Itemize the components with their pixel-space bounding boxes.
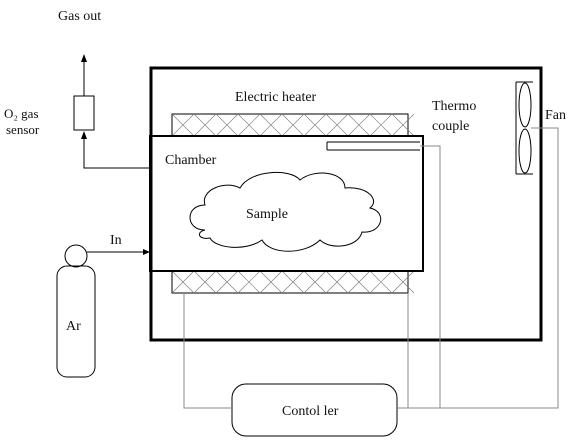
inlet-label: In bbox=[110, 233, 122, 248]
chamber-label: Chamber bbox=[165, 153, 217, 168]
fan-label: Fan bbox=[545, 108, 566, 123]
thermocouple-label-line1: Thermo bbox=[432, 99, 476, 114]
o2-sensor-label-line1: O₂ gas bbox=[4, 106, 39, 121]
o2-sensor-box bbox=[73, 95, 95, 131]
argon-cylinder bbox=[56, 244, 96, 378]
controller-box bbox=[231, 383, 398, 437]
exhaust-line bbox=[81, 131, 150, 169]
gas-out-arrow bbox=[81, 54, 87, 96]
controller-wiring bbox=[183, 127, 559, 409]
furnace-outer-box bbox=[149, 66, 543, 342]
sample-label: Sample bbox=[246, 207, 288, 222]
upper-heater bbox=[171, 113, 415, 137]
lower-heater bbox=[171, 270, 415, 294]
argon-label: Ar bbox=[66, 319, 81, 334]
gas-inlet-arrow bbox=[87, 249, 150, 255]
chamber-box bbox=[149, 135, 424, 272]
gas-out-label: Gas out bbox=[58, 9, 101, 24]
electric-heater-label: Electric heater bbox=[235, 90, 317, 105]
controller-label: Contol ler bbox=[282, 404, 339, 419]
sample-cloud bbox=[189, 171, 382, 252]
fan-icon bbox=[515, 81, 533, 175]
thermocouple-label-line2: couple bbox=[432, 119, 469, 134]
o2-sensor-label-line2: sensor bbox=[6, 122, 40, 137]
thermocouple-probe bbox=[326, 141, 420, 151]
